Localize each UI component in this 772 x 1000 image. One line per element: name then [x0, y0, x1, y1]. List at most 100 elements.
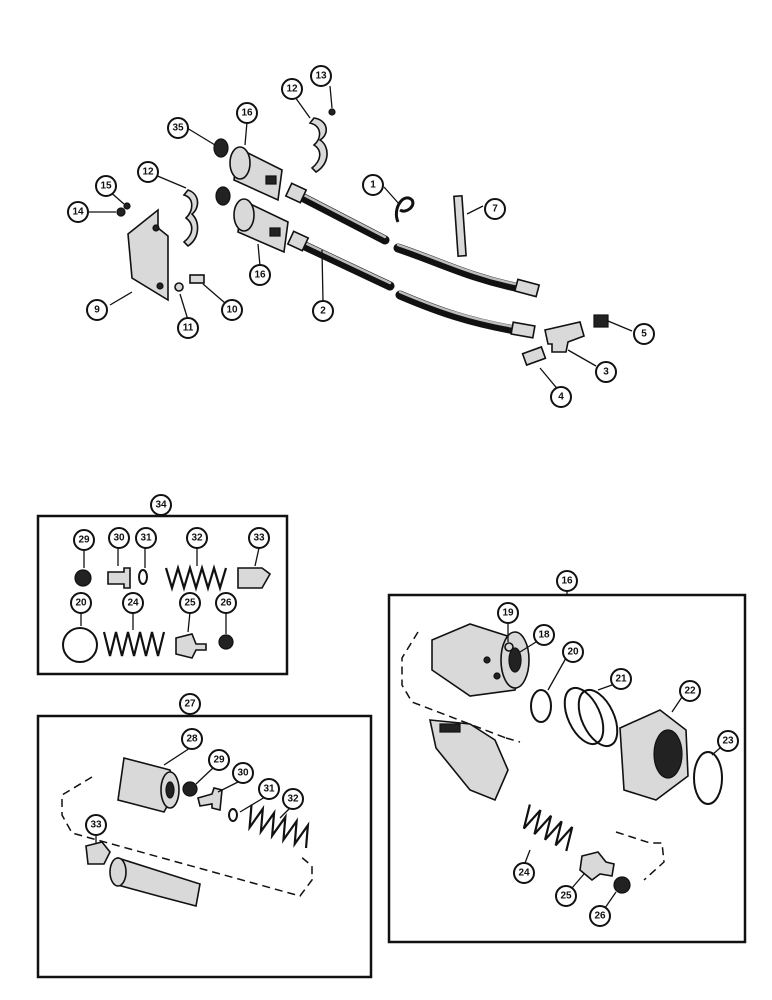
svg-text:31: 31	[263, 784, 275, 795]
svg-text:25: 25	[184, 598, 196, 609]
callout-28-kit27: 28	[181, 728, 203, 750]
svg-text:28: 28	[186, 734, 198, 745]
svg-text:29: 29	[78, 535, 90, 546]
bracket-9	[127, 208, 169, 302]
svg-text:30: 30	[237, 768, 249, 779]
oring-31-kit27	[228, 808, 238, 822]
svg-text:24: 24	[518, 868, 530, 879]
svg-text:29: 29	[213, 755, 225, 766]
callout-16-mid: 16	[249, 264, 271, 286]
callout-26-kit34: 26	[215, 592, 237, 614]
callout-7: 7	[484, 198, 506, 220]
kit-27-box	[36, 714, 373, 979]
seal-26-kit16	[613, 876, 631, 894]
nipple-body-kit27	[109, 856, 201, 907]
callout-5: 5	[633, 323, 655, 345]
svg-text:21: 21	[615, 674, 627, 685]
callout-31-kit34: 31	[135, 527, 157, 549]
poppet-30-kit27	[197, 787, 223, 812]
callout-20-kit34: 20	[70, 592, 92, 614]
callout-12-left: 12	[137, 161, 159, 183]
svg-text:16: 16	[241, 108, 253, 119]
svg-text:32: 32	[191, 533, 203, 544]
svg-text:26: 26	[594, 911, 606, 922]
callout-35: 35	[167, 117, 189, 139]
svg-text:26: 26	[220, 598, 232, 609]
svg-text:27: 27	[184, 699, 196, 710]
svg-text:35: 35	[172, 123, 184, 134]
oring-23	[693, 751, 723, 805]
callout-1: 1	[362, 174, 384, 196]
svg-text:11: 11	[183, 323, 194, 334]
coupler-28	[117, 756, 180, 813]
callout-24-kit34: 24	[122, 592, 144, 614]
svg-text:10: 10	[226, 305, 238, 316]
spring-32-kit27	[248, 804, 310, 849]
svg-text:19: 19	[502, 608, 514, 619]
rod-7	[453, 194, 467, 258]
svg-text:20: 20	[75, 598, 87, 609]
svg-text:25: 25	[560, 891, 572, 902]
spring-ring-21	[563, 686, 619, 748]
spring-32-kit34	[164, 564, 228, 592]
oring-20-kit16	[530, 689, 552, 723]
svg-text:1: 1	[370, 180, 376, 191]
callout-20-kit16: 20	[562, 641, 584, 663]
callout-12-top: 12	[281, 78, 303, 100]
bolt-10	[189, 274, 205, 284]
kit-34-box	[36, 514, 289, 676]
coupler-body-18	[431, 623, 530, 697]
callout-16-kit: 16	[556, 570, 578, 592]
svg-text:33: 33	[253, 533, 265, 544]
callout-14: 14	[67, 201, 89, 223]
callout-29-kit27: 29	[208, 749, 230, 771]
svg-text:31: 31	[140, 533, 152, 544]
valve-25-kit16	[579, 851, 615, 882]
svg-text:9: 9	[94, 305, 100, 316]
sleeve-33-kit34	[237, 567, 272, 589]
plug-5	[593, 314, 609, 328]
coupler-lower	[215, 186, 289, 254]
svg-text:24: 24	[127, 598, 139, 609]
svg-text:2: 2	[320, 306, 326, 317]
svg-text:18: 18	[538, 630, 550, 641]
svg-text:3: 3	[603, 367, 609, 378]
callout-21-kit16: 21	[610, 668, 632, 690]
valve-25-kit34	[175, 633, 207, 659]
ball-19	[504, 642, 514, 652]
nut-14	[116, 207, 126, 217]
oring-31-kit34	[138, 569, 148, 585]
callout-24-kit16: 24	[513, 862, 535, 884]
callout-4: 4	[550, 386, 572, 408]
svg-text:16: 16	[254, 270, 266, 281]
clamp-left	[182, 189, 199, 248]
coupler-upper	[213, 138, 283, 202]
hook-1	[395, 196, 415, 223]
washer-11	[174, 282, 184, 292]
callout-13: 13	[310, 65, 332, 87]
callout-23-kit16: 23	[717, 730, 739, 752]
callout-33-kit34: 33	[248, 527, 270, 549]
callout-16-top: 16	[236, 102, 258, 124]
svg-text:15: 15	[100, 181, 112, 192]
hose-assembly	[284, 182, 541, 339]
washer-15	[123, 202, 131, 210]
svg-text:12: 12	[286, 84, 298, 95]
callout-30-kit34: 30	[108, 527, 130, 549]
callout-25-kit34: 25	[179, 592, 201, 614]
spring-24-kit34	[102, 631, 166, 657]
seal-26-kit34	[218, 634, 234, 650]
callout-15: 15	[95, 175, 117, 197]
sleeve-22	[619, 709, 689, 801]
callout-33-kit27: 33	[85, 814, 107, 836]
clamp-upper	[308, 117, 328, 173]
callout-31-kit27: 31	[258, 778, 280, 800]
svg-text:4: 4	[558, 392, 564, 403]
callout-27: 27	[179, 693, 201, 715]
callout-10: 10	[221, 299, 243, 321]
kit-27-dashed-outline	[61, 776, 313, 897]
svg-text:22: 22	[684, 686, 696, 697]
svg-text:5: 5	[641, 329, 647, 340]
callout-25-kit16: 25	[555, 885, 577, 907]
screw-13	[328, 108, 336, 116]
